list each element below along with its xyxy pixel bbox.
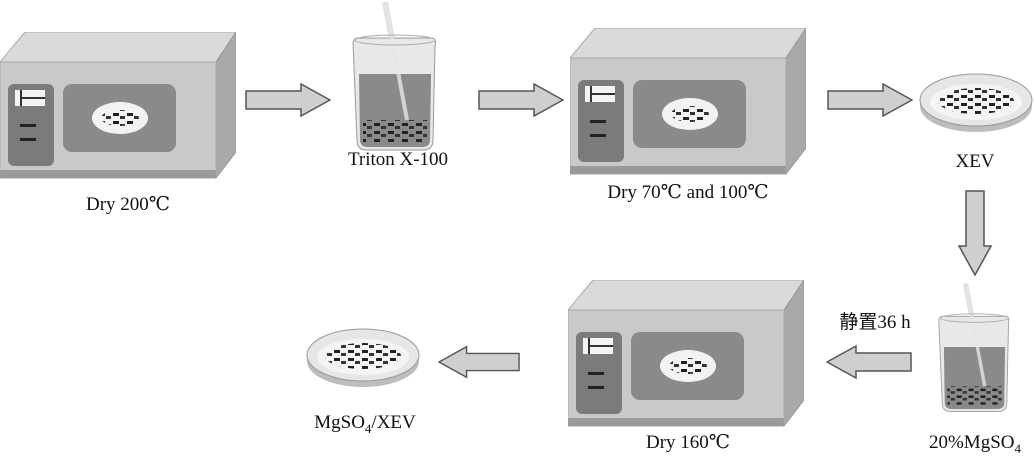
arrow-right-icon [478, 83, 564, 117]
arrow-right-icon [827, 83, 913, 117]
step-label-rest-36h: 静置36 h [839, 311, 911, 333]
step-label-xev: XEV [955, 151, 994, 172]
arrow-down-icon [957, 190, 993, 276]
oven-icon [570, 28, 806, 175]
step-label-dry-200: Dry 200℃ [86, 194, 170, 215]
step-label-triton: Triton X-100 [348, 149, 448, 170]
step-label-dry-160: Dry 160℃ [646, 432, 730, 453]
oven-icon [0, 32, 236, 179]
step-label-mgso4-xev: MgSO4/XEV [314, 412, 416, 436]
petri-dish-icon [306, 328, 420, 388]
petri-dish-icon [919, 73, 1033, 133]
oven-icon [568, 280, 804, 427]
beaker-icon [353, 2, 436, 150]
beaker-icon [939, 286, 1009, 412]
step-label-mgso4-solution: 20%MgSO4 [929, 432, 1022, 456]
arrow-left-icon [826, 345, 912, 379]
arrow-left-icon [438, 345, 520, 379]
step-label-dry-70-100: Dry 70℃ and 100℃ [607, 182, 768, 203]
arrow-right-icon [245, 83, 331, 117]
